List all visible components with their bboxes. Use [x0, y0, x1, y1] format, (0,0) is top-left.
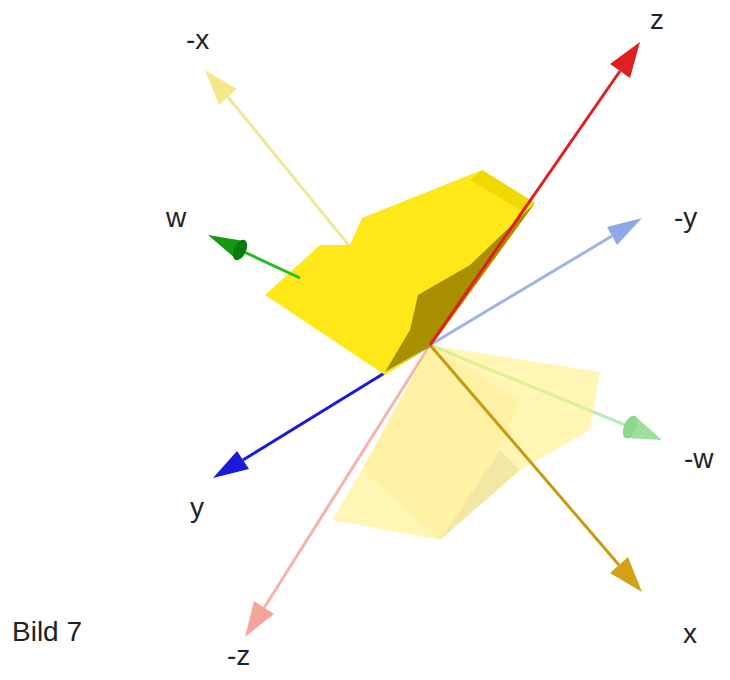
axis-cone-base	[230, 237, 250, 262]
axis-line	[430, 71, 620, 345]
axis-label: y	[190, 492, 204, 524]
axis-cone	[610, 557, 642, 592]
axis-cone	[213, 451, 249, 478]
axis-cone-base	[620, 414, 640, 441]
axis-cone	[610, 42, 640, 78]
axis-line	[430, 345, 619, 565]
axis-label: -w	[684, 443, 714, 475]
axis-label: w	[166, 202, 186, 234]
axis-cone	[607, 218, 642, 245]
axis-cone	[245, 601, 274, 637]
axis-label: -y	[674, 202, 697, 234]
axis-label: -z	[227, 640, 250, 672]
axis-line	[240, 250, 300, 278]
mirror-solid	[332, 345, 600, 540]
solid-shape	[265, 170, 535, 375]
figure-caption: Bild 7	[12, 616, 82, 648]
axis-label: x	[683, 618, 697, 650]
axis-cone	[205, 70, 237, 105]
axis-label: z	[650, 4, 664, 36]
axis-label: -x	[186, 24, 209, 56]
